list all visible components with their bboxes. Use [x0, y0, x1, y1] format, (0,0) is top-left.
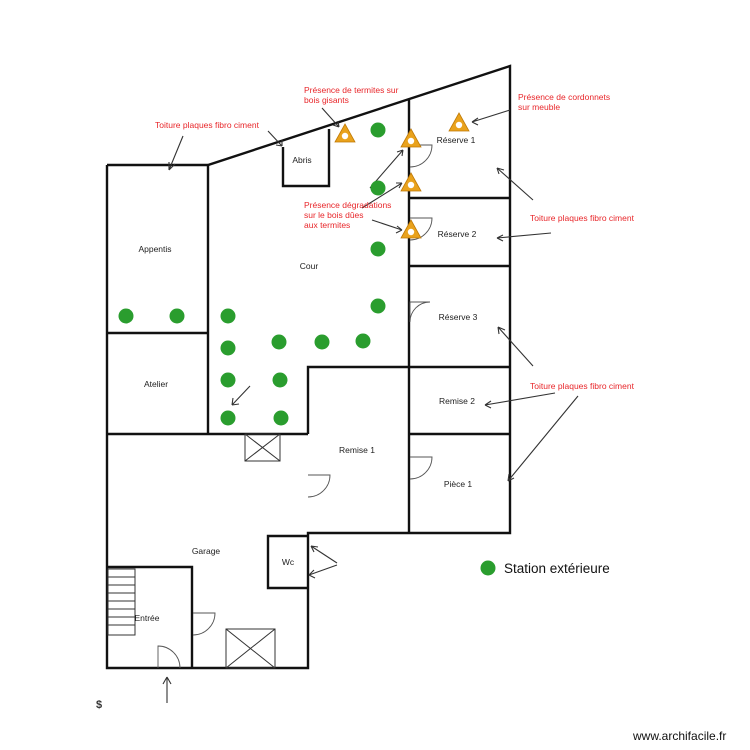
annotation-termites-bois: Présence de termites sur bois gisants: [304, 85, 401, 105]
room-label-entree: Entrée: [134, 613, 159, 623]
walls: [105, 64, 512, 670]
station-dot-icon: [273, 410, 289, 426]
station-dot-icon: [118, 308, 134, 324]
wc-walls: [266, 534, 308, 590]
door-reserve1: [409, 144, 433, 168]
annotation-toiture-left: Toiture plaques fibro ciment: [155, 120, 260, 130]
room-label-remise1: Remise 1: [339, 445, 375, 455]
station-dot-icon: [355, 333, 371, 349]
door-entree: [192, 612, 216, 636]
room-label-abris: Abris: [292, 155, 311, 165]
station-dot-icon: [220, 340, 236, 356]
room-label-reserve2: Réserve 2: [438, 229, 477, 239]
room-label-piece1: Pièce 1: [444, 479, 473, 489]
door-main: [157, 645, 181, 669]
station-dot-icon: [271, 334, 287, 350]
warning-triangle-icon: [400, 219, 422, 239]
annotation-toiture-right-1: Toiture plaques fibro ciment: [530, 213, 635, 223]
shaft-cour: [244, 433, 281, 462]
legend: Station extérieure: [480, 560, 610, 576]
remise1-walls: [306, 365, 409, 434]
room-label-reserve3: Réserve 3: [439, 312, 478, 322]
room-label-reserve1: Réserve 1: [437, 135, 476, 145]
doors: [157, 144, 433, 669]
room-labels: Abris Appentis Cour Atelier Réserve 1 Ré…: [134, 135, 477, 623]
stations: [118, 122, 386, 426]
station-dot-icon: [220, 372, 236, 388]
room-label-wc: Wc: [282, 557, 295, 567]
station-dot-icon: [220, 308, 236, 324]
abris-walls: [281, 129, 331, 188]
room-label-appentis: Appentis: [138, 244, 171, 254]
room-label-atelier: Atelier: [144, 379, 168, 389]
annotation-arrows: [162, 107, 579, 703]
entree-walls: [107, 565, 194, 668]
annotation-toiture-right-2: Toiture plaques fibro ciment: [530, 381, 635, 391]
annotation-cordonnets: Présence de cordonnets sur meuble: [518, 92, 613, 112]
door-piece1: [409, 456, 433, 480]
annotation-degradations: Présence dégradations sur le bois dûes a…: [304, 200, 394, 230]
station-dot-icon: [169, 308, 185, 324]
dollar-sign: $: [96, 699, 102, 711]
stairs: [107, 568, 136, 636]
warning-triangle-icon: [448, 112, 470, 132]
warning-triangle-icon: [334, 123, 356, 143]
warnings: [334, 112, 470, 239]
shaft-garage: [225, 628, 276, 669]
legend-station-dot-icon: [480, 560, 496, 576]
room-label-remise2: Remise 2: [439, 396, 475, 406]
watermark: www.archifacile.fr: [632, 729, 726, 743]
annotations: Toiture plaques fibro ciment Présence de…: [155, 85, 635, 391]
station-dot-icon: [370, 241, 386, 257]
station-dot-icon: [272, 372, 288, 388]
warning-triangle-icon: [400, 172, 422, 192]
door-reserve3: [409, 301, 431, 323]
room-label-cour: Cour: [300, 261, 319, 271]
door-reserve2: [409, 217, 433, 241]
station-dot-icon: [370, 122, 386, 138]
room-label-garage: Garage: [192, 546, 221, 556]
legend-station-label: Station extérieure: [504, 561, 610, 576]
station-dot-icon: [314, 334, 330, 350]
warning-triangle-icon: [400, 128, 422, 148]
station-dot-icon: [220, 410, 236, 426]
station-dot-icon: [370, 180, 386, 196]
door-remise1: [307, 474, 331, 498]
station-dot-icon: [370, 298, 386, 314]
